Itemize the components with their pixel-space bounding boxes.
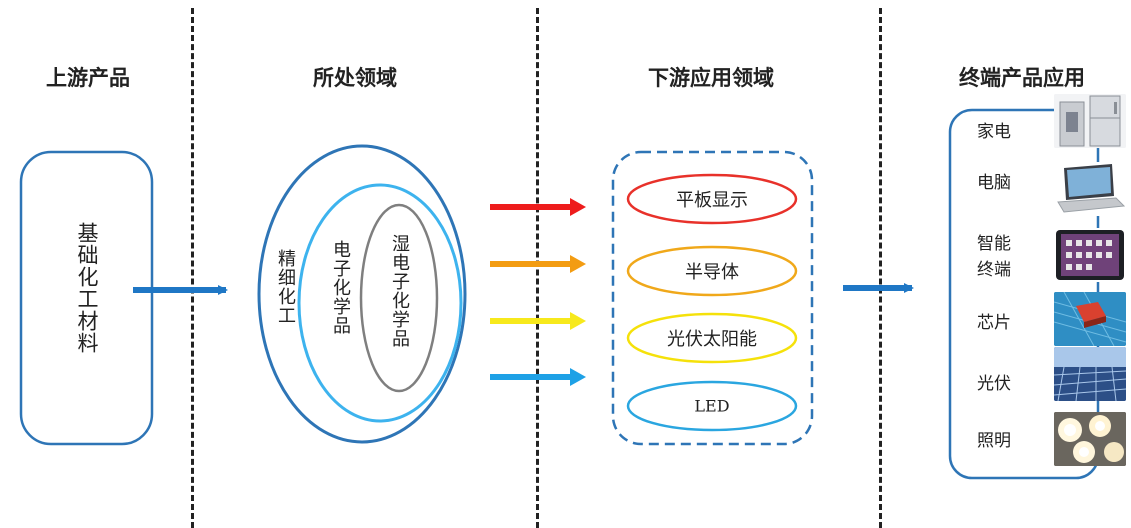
pill-led [626, 380, 798, 432]
tablet-photo-icon [1054, 228, 1126, 282]
pill-flat-display [626, 173, 798, 225]
ring-outer-label: 精细化工 [275, 249, 296, 325]
upstream-label: 基础化工材料 [75, 222, 99, 354]
terminal-label-chip: 芯片 [977, 313, 1011, 333]
downstream-container [611, 150, 814, 446]
ring-middle-label: 电子化学品 [330, 240, 351, 335]
terminal-label-smart-terminal-2: 终端 [977, 260, 1011, 280]
terminal-label-appliance: 家电 [977, 122, 1011, 142]
terminal-label-smart-terminal-1: 智能 [977, 234, 1011, 254]
downstream-arrows [490, 198, 586, 386]
ring-fine-chemicals [257, 144, 467, 444]
ring-inner-label: 湿电子化学品 [389, 234, 410, 348]
upstream-box [19, 150, 154, 446]
ring-electronic-chemicals [297, 183, 463, 423]
terminal-label-lighting: 照明 [977, 431, 1011, 451]
pill-label-photovoltaic: 光伏太阳能 [667, 329, 757, 350]
terminal-label-computer: 电脑 [977, 173, 1011, 193]
title-downstream: 下游应用领域 [648, 66, 774, 90]
pill-photovoltaic [626, 312, 798, 364]
divider-3 [879, 8, 882, 528]
pill-label-flat-display: 平板显示 [676, 190, 748, 211]
pill-semiconductor [626, 245, 798, 297]
title-field: 所处领域 [313, 66, 397, 90]
title-terminal: 终端产品应用 [959, 66, 1085, 90]
solar-panel-photo-icon [1054, 347, 1126, 401]
laptop-photo-icon [1054, 162, 1126, 216]
pill-label-led: LED [694, 396, 730, 416]
divider-2 [536, 8, 539, 528]
divider-1 [191, 8, 194, 528]
pill-label-semiconductor: 半导体 [685, 262, 739, 283]
terminal-label-pv: 光伏 [977, 374, 1011, 394]
lighting-photo-icon [1054, 412, 1126, 466]
chip-photo-icon [1054, 292, 1126, 346]
appliance-photo-icon [1054, 94, 1126, 148]
title-upstream: 上游产品 [46, 66, 130, 90]
ring-wet-electronic-chemicals [359, 203, 439, 393]
